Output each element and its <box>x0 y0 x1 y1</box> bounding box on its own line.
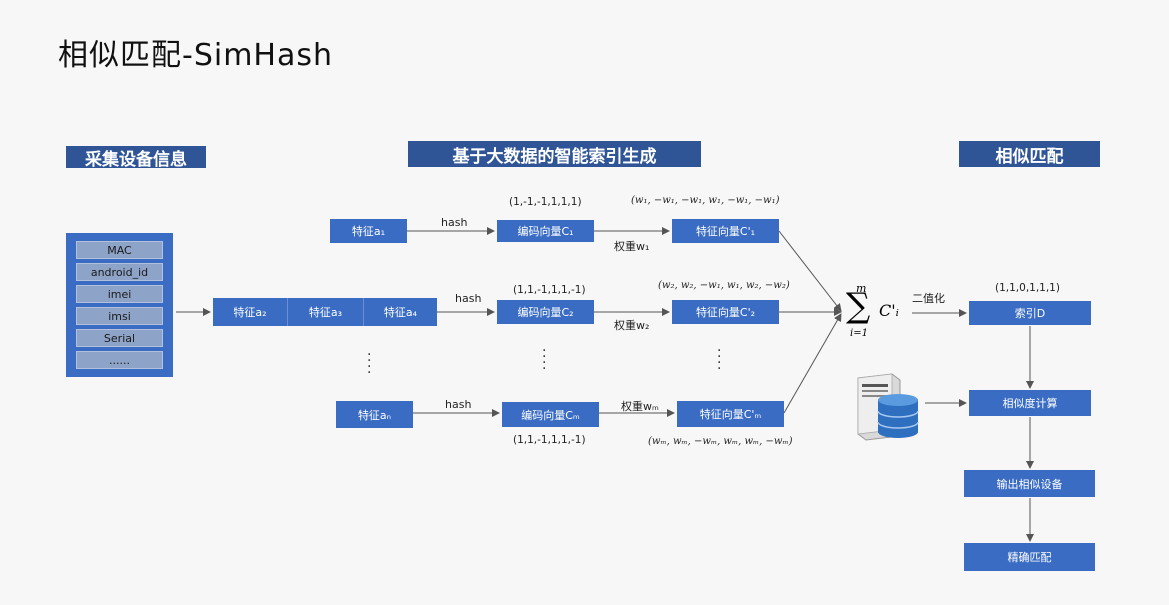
feature-a4-box: 特征a₄ <box>364 298 437 326</box>
index-vector: (1,1,0,1,1,1) <box>995 282 1060 294</box>
feature-vector-cm-box: 特征向量C'ₘ <box>677 401 784 427</box>
code-vector-c2-box: 编码向量C₂ <box>497 300 594 324</box>
page-title: 相似匹配-SimHash <box>58 38 334 73</box>
code-vector-2: (1,1,-1,1,1,-1) <box>513 284 586 296</box>
sum-term: C'ᵢ <box>879 301 899 320</box>
feature-a3-box: 特征a₃ <box>288 298 364 326</box>
code-vector-1: (1,-1,-1,1,1,1) <box>509 196 582 208</box>
index-box: 索引D <box>969 301 1091 325</box>
device-info-panel: MAC android_id imei imsi Serial ...... <box>66 233 173 377</box>
feature-vector-c1-box: 特征向量C'₁ <box>672 219 779 243</box>
device-item-more: ...... <box>76 351 163 369</box>
ellipsis-feature-vectors: ···· <box>717 343 722 377</box>
sum-upper-limit: m <box>856 282 867 295</box>
binarize-label: 二值化 <box>912 292 945 305</box>
feature-vector-values-m: (wₘ, wₘ, −wₘ, wₘ, wₘ, −wₘ) <box>648 436 793 447</box>
device-item-mac: MAC <box>76 241 163 259</box>
device-item-imsi: imsi <box>76 307 163 325</box>
sum-lower-limit: i=1 <box>850 328 868 339</box>
header-collect: 采集设备信息 <box>66 146 206 170</box>
ellipsis-code-vectors: ···· <box>542 343 547 377</box>
device-item-imei: imei <box>76 285 163 303</box>
code-vector-cm-box: 编码向量Cₘ <box>502 402 599 427</box>
arrow-converge-1 <box>778 230 842 312</box>
hash-label-2: hash <box>455 292 482 305</box>
feature-a1-box: 特征a₁ <box>330 219 407 243</box>
feature-vector-values-2: (w₂, w₂, −w₁, w₁, w₂, −w₂) <box>658 280 790 291</box>
weight-label-1: 权重w₁ <box>614 240 650 253</box>
feature-a2-box: 特征a₂ <box>213 298 288 326</box>
header-match: 相似匹配 <box>959 141 1100 167</box>
weight-label-2: 权重w₂ <box>614 319 650 332</box>
weight-label-m: 权重wₘ <box>621 400 659 413</box>
hash-label-m: hash <box>445 398 472 411</box>
ellipsis-features: ···· <box>367 347 372 381</box>
output-similar-devices-box: 输出相似设备 <box>964 470 1095 497</box>
arrow-converge-m <box>783 313 842 414</box>
database-server-icon <box>852 370 924 442</box>
exact-match-box: 精确匹配 <box>964 543 1095 571</box>
hash-label-1: hash <box>441 216 468 229</box>
feature-vector-c2-box: 特征向量C'₂ <box>672 300 779 324</box>
code-vector-m: (1,1,-1,1,1,-1) <box>513 434 586 446</box>
code-vector-c1-box: 编码向量C₁ <box>497 220 594 242</box>
feature-an-box: 特征aₙ <box>336 401 413 428</box>
similarity-calc-box: 相似度计算 <box>969 390 1091 416</box>
summation-formula: m ∑ i=1 C'ᵢ <box>846 282 912 345</box>
device-item-serial: Serial <box>76 329 163 347</box>
feature-vector-values-1: (w₁, −w₁, −w₁, w₁, −w₁, −w₁) <box>631 195 780 206</box>
feature-strip: 特征a₂ 特征a₃ 特征a₄ <box>213 298 437 326</box>
device-item-android-id: android_id <box>76 263 163 281</box>
header-index-build: 基于大数据的智能索引生成 <box>408 141 701 167</box>
sigma-icon: ∑ <box>846 286 871 326</box>
